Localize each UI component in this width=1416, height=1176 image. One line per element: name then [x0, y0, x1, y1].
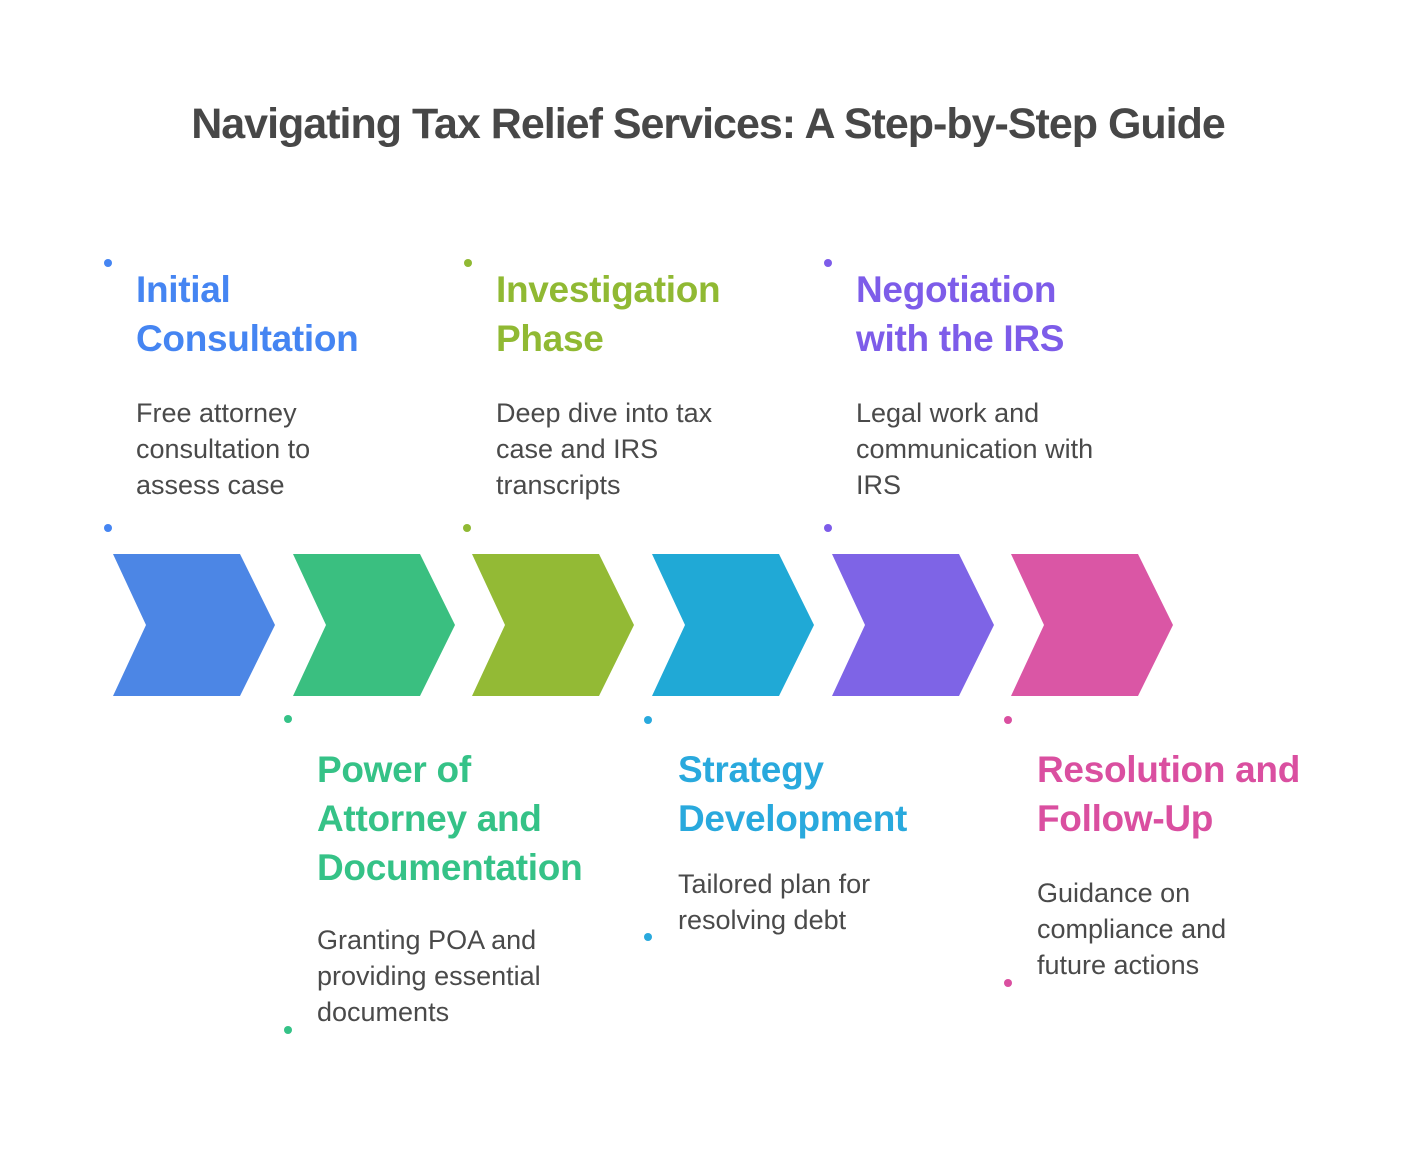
step-chevron-2-arrow-icon	[293, 554, 455, 696]
connector-dot	[1004, 716, 1012, 724]
step-block-strategy-development: Strategy Development Tailored plan for r…	[678, 745, 978, 938]
step-block-power-of-attorney: Power of Attorney and Documentation Gran…	[317, 745, 647, 1030]
connector-dot	[644, 933, 652, 941]
chevron-shape	[293, 554, 455, 696]
step-description: Tailored plan for resolving debt	[678, 869, 871, 935]
step-chevron-3-arrow-icon	[472, 554, 634, 696]
chevron-shape	[113, 554, 275, 696]
step-description: Guidance on compliance and future action…	[1037, 878, 1227, 980]
chevron-shape	[652, 554, 814, 696]
step-block-negotiation-with-irs: Negotiation with the IRS Legal work and …	[856, 265, 1166, 503]
step-chevron-4-arrow-icon	[652, 554, 814, 696]
page-title: Navigating Tax Relief Services: A Step-b…	[191, 100, 1226, 148]
step-block-initial-consultation: Initial Consultation Free attorney consu…	[136, 265, 436, 503]
step-heading: Initial Consultation	[136, 269, 359, 359]
step-chevron-6-arrow-icon	[1011, 554, 1173, 696]
step-heading: Negotiation with the IRS	[856, 269, 1065, 359]
connector-dot	[824, 524, 832, 532]
connector-dot	[284, 715, 292, 723]
chevron-shape	[1011, 554, 1173, 696]
step-heading: Resolution and Follow-Up	[1037, 749, 1301, 839]
step-block-investigation-phase: Investigation Phase Deep dive into tax c…	[496, 265, 796, 503]
connector-dot	[824, 259, 832, 267]
step-description: Legal work and communication with IRS	[856, 398, 1094, 500]
step-description: Free attorney consultation to assess cas…	[136, 398, 311, 500]
chevron-shape	[832, 554, 994, 696]
connector-dot	[284, 1026, 292, 1034]
connector-dot	[1004, 979, 1012, 987]
connector-dot	[464, 259, 472, 267]
connector-dot	[463, 524, 471, 532]
step-heading: Strategy Development	[678, 749, 908, 839]
step-heading: Investigation Phase	[496, 269, 721, 359]
connector-dot	[104, 259, 112, 267]
step-heading: Power of Attorney and Documentation	[317, 749, 583, 888]
step-description: Granting POA and providing essential doc…	[317, 925, 541, 1027]
step-block-resolution-follow-up: Resolution and Follow-Up Guidance on com…	[1037, 745, 1357, 983]
step-chevron-1-arrow-icon	[113, 554, 275, 696]
step-chevron-5-arrow-icon	[832, 554, 994, 696]
connector-dot	[104, 524, 112, 532]
step-description: Deep dive into tax case and IRS transcri…	[496, 398, 713, 500]
connector-dot	[644, 716, 652, 724]
chevron-shape	[472, 554, 634, 696]
